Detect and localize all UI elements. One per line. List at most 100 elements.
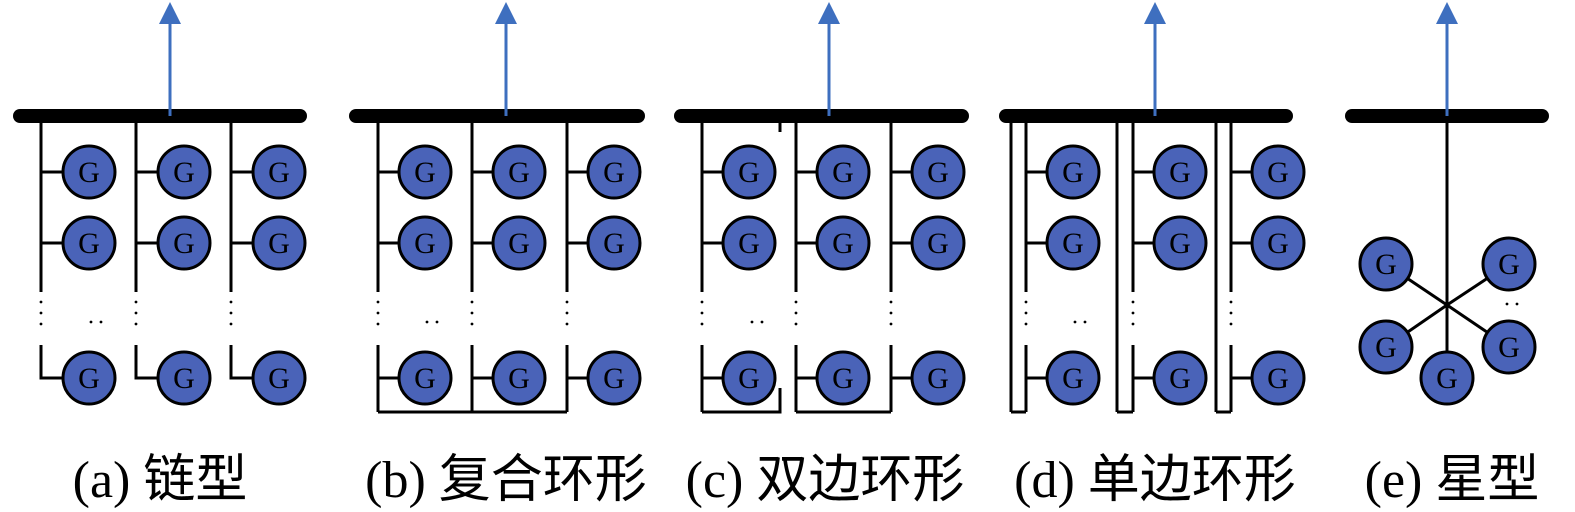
ellipsis-dot (794, 322, 798, 326)
arrow-head (159, 2, 181, 24)
generator-label: G (1375, 331, 1397, 364)
ellipsis-dot (565, 300, 569, 304)
generator-circle (1481, 236, 1537, 292)
generator-label: G (738, 156, 760, 189)
ellipsis-dot (470, 300, 474, 304)
ellipsis-dot (229, 300, 233, 304)
generator-label: G (173, 227, 195, 260)
ellipsis-dot (1131, 322, 1135, 326)
generator-circle (1045, 350, 1101, 406)
generator-circle (721, 350, 777, 406)
generator-label: G (1498, 331, 1520, 364)
generator-circle (721, 215, 777, 271)
generator: G (156, 144, 212, 200)
generator-label: G (1375, 248, 1397, 281)
ellipsis-dot (376, 311, 380, 315)
generator-circle (910, 215, 966, 271)
generator-label: G (1062, 156, 1084, 189)
generator-circle (61, 215, 117, 271)
generator-label: G (738, 362, 760, 395)
generator-label: G (414, 362, 436, 395)
generator: G (586, 215, 642, 271)
generator: G (1152, 350, 1208, 406)
ellipsis-dot (1083, 320, 1087, 324)
ellipsis-dot (134, 311, 138, 315)
ellipsis-dot (700, 311, 704, 315)
caption-d: (d) 单边环形 (1014, 452, 1296, 509)
generator-circle (586, 350, 642, 406)
generator-label: G (1436, 362, 1458, 395)
generator: G (1250, 350, 1306, 406)
ellipsis-dot (889, 300, 893, 304)
ellipsis-dot (1229, 300, 1233, 304)
ellipsis-dot (470, 322, 474, 326)
generator: G (156, 215, 212, 271)
generator-label: G (414, 227, 436, 260)
ellipsis-dot (1131, 311, 1135, 315)
generator: G (1045, 350, 1101, 406)
generator-circle (491, 215, 547, 271)
generator: G (721, 350, 777, 406)
caption-c: (c) 双边环形 (686, 452, 965, 509)
generator: G (1250, 215, 1306, 271)
generator: G (815, 215, 871, 271)
generator: G (1250, 144, 1306, 200)
ellipsis-dot (1515, 302, 1519, 306)
generator: G (397, 215, 453, 271)
generator-label: G (832, 227, 854, 260)
generator-label: G (508, 227, 530, 260)
ellipsis-dot (229, 322, 233, 326)
feeder-line (39, 345, 63, 380)
arrow-head (818, 2, 840, 24)
generator-label: G (414, 156, 436, 189)
generator-circle (1419, 350, 1475, 406)
ellipsis-dot (39, 311, 43, 315)
ellipsis-dot (794, 311, 798, 315)
ellipsis-dot (134, 322, 138, 326)
generator: G (491, 350, 547, 406)
export-arrow (1144, 2, 1166, 116)
generator: G (910, 350, 966, 406)
ellipsis-dot (889, 322, 893, 326)
ellipsis-dot (1229, 311, 1233, 315)
generator-circle (1358, 319, 1414, 375)
generator-label: G (1062, 227, 1084, 260)
ellipsis-dot (1073, 320, 1077, 324)
generator-label: G (1267, 362, 1289, 395)
arrow-head (495, 2, 517, 24)
caption-e: (e) 星型 (1365, 452, 1540, 509)
ellipsis-dot (425, 320, 429, 324)
caption-b: (b) 复合环形 (365, 452, 647, 509)
generator-label: G (268, 227, 290, 260)
generator: G (815, 144, 871, 200)
ellipsis-dot (760, 320, 764, 324)
ellipsis-dot (1024, 311, 1028, 315)
generator-label: G (927, 227, 949, 260)
ellipsis-dot (1024, 322, 1028, 326)
ellipsis-dot (565, 322, 569, 326)
generator: G (586, 350, 642, 406)
ellipsis-dot (1505, 302, 1509, 306)
generator: G (251, 215, 307, 271)
export-arrow (818, 2, 840, 116)
ellipsis-dot (376, 300, 380, 304)
ellipsis-dot (134, 300, 138, 304)
generator-circle (156, 215, 212, 271)
generator-label: G (603, 227, 625, 260)
generator: G (251, 144, 307, 200)
generator-label: G (1498, 248, 1520, 281)
generator-circle (1250, 144, 1306, 200)
generator-label: G (1169, 227, 1191, 260)
generator-circle (910, 350, 966, 406)
generator: G (61, 350, 117, 406)
generator-circle (61, 350, 117, 406)
generator: G (251, 350, 307, 406)
generator-circle (397, 144, 453, 200)
ellipsis-dot (700, 300, 704, 304)
generator-label: G (268, 156, 290, 189)
